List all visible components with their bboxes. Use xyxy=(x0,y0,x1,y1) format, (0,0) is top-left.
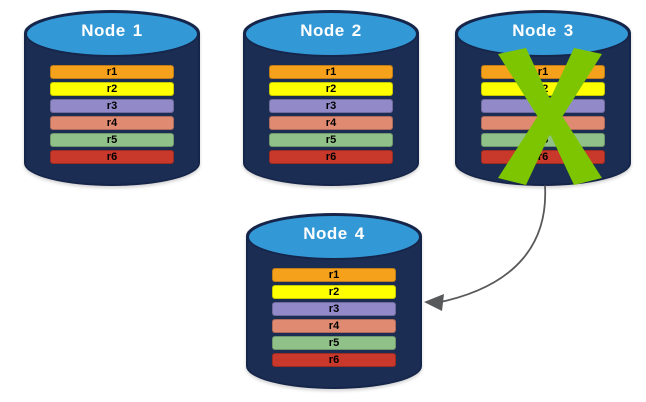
record-row: r5 xyxy=(271,336,397,350)
record-row: r6 xyxy=(480,150,606,164)
record-row: r3 xyxy=(480,99,606,113)
record-row: r2 xyxy=(480,82,606,96)
record-row: r4 xyxy=(49,116,175,130)
record-row: r2 xyxy=(49,82,175,96)
node-1-records: r1 r2 r3 r4 r5 r6 xyxy=(49,65,175,164)
node-3-records: r1 r2 r3 r4 r5 r6 xyxy=(480,65,606,164)
record-row: r6 xyxy=(49,150,175,164)
node-3-cylinder-top xyxy=(456,11,630,57)
node-2-records: r1 r2 r3 r4 r5 r6 xyxy=(268,65,394,164)
record-row: r5 xyxy=(49,133,175,147)
record-row: r3 xyxy=(271,302,397,316)
record-row: r4 xyxy=(268,116,394,130)
record-row: r6 xyxy=(271,353,397,367)
record-row: r6 xyxy=(268,150,394,164)
record-row: r2 xyxy=(268,82,394,96)
record-row: r3 xyxy=(49,99,175,113)
record-row: r4 xyxy=(480,116,606,130)
record-row: r1 xyxy=(49,65,175,79)
record-row: r1 xyxy=(268,65,394,79)
node-4-cylinder-top xyxy=(247,214,421,260)
record-row: r3 xyxy=(268,99,394,113)
node-4-records: r1 r2 r3 r4 r5 r6 xyxy=(271,268,397,367)
node-2-cylinder-top xyxy=(244,11,418,57)
record-row: r1 xyxy=(271,268,397,282)
record-row: r4 xyxy=(271,319,397,333)
record-row: r1 xyxy=(480,65,606,79)
record-row: r5 xyxy=(268,133,394,147)
record-row: r5 xyxy=(480,133,606,147)
node-1-cylinder-top xyxy=(25,11,199,57)
record-row: r2 xyxy=(271,285,397,299)
